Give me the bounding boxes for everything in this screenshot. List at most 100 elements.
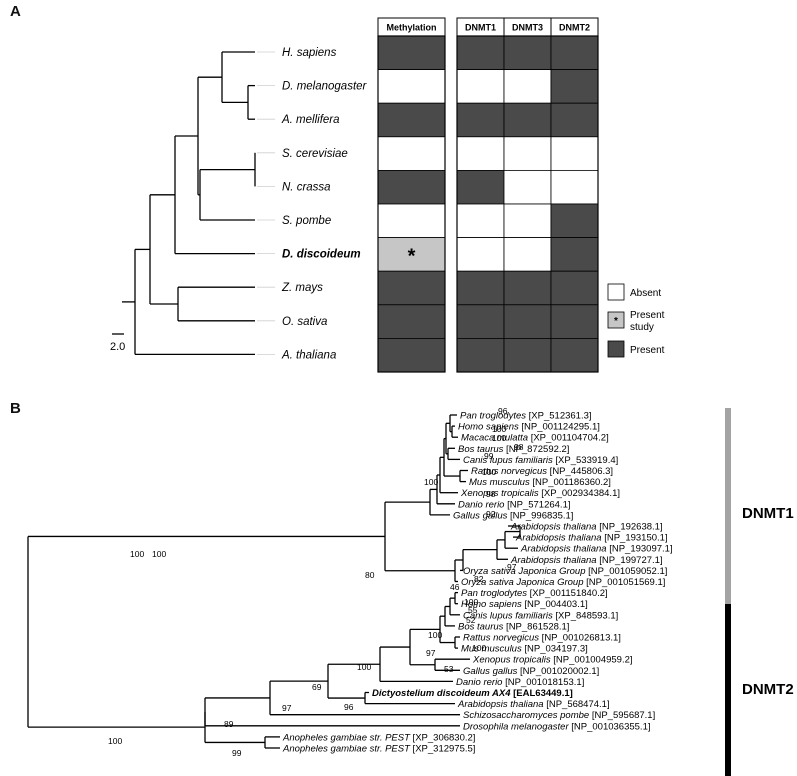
species-label: D. melanogaster [282, 81, 368, 93]
taxon-accession: [NP_571264.1] [504, 499, 570, 510]
legend-swatch [607, 283, 625, 301]
taxon-label: Danio rerio [NP_571264.1] [458, 499, 571, 510]
taxon-species: Mus musculus [469, 477, 530, 488]
bootstrap-label: 55 [468, 605, 478, 615]
bootstrap-label: 99 [232, 748, 242, 758]
taxon-accession: [NP_861528.1] [503, 621, 569, 632]
taxon-species: Mus musculus [461, 644, 522, 655]
taxon-accession: [NP_001051569.1] [584, 577, 666, 588]
taxon-species: Canis lupus familiaris [463, 455, 553, 466]
taxon-label: Pan troglodytes [XP_001151840.2] [461, 588, 608, 599]
taxon-label: Homo sapiens [NP_004403.1] [461, 599, 588, 610]
taxon-label: Xenopus tropicalis [XP_002934384.1] [460, 488, 620, 499]
species-label: S. cerevisiae [282, 148, 348, 160]
methylation-grid-border [377, 35, 446, 373]
taxon-accession: [NP_001059052.1] [586, 566, 668, 577]
taxon-label: Oryza sativa Japonica Group [NP_00105905… [463, 566, 667, 577]
bootstrap-label: 97 [426, 648, 436, 658]
taxon-label: Drosophila melanogaster [NP_001036355.1] [463, 721, 651, 732]
bootstrap-label: 53 [444, 664, 454, 674]
taxon-label: Mus musculus [NP_001186360.2] [469, 477, 611, 488]
panel-b-label: B [10, 400, 21, 417]
bootstrap-label: 89 [224, 719, 234, 729]
scale-label: 2.0 [110, 341, 125, 353]
taxon-species: Danio rerio [458, 499, 504, 510]
taxon-species: Gallus gallus [453, 510, 508, 521]
taxon-label: Canis lupus familiaris [XP_848593.1] [463, 610, 618, 621]
bootstrap-label: 99 [484, 451, 494, 461]
bootstrap-label: 97 [282, 703, 292, 713]
taxon-species: Homo sapiens [461, 599, 522, 610]
dnmt-cell [550, 337, 599, 373]
taxon-species: Danio rerio [456, 677, 502, 688]
taxon-label: Mus musculus [NP_034197.3] [461, 644, 588, 655]
legend-label: Absent [630, 288, 661, 299]
species-label: A. mellifera [281, 114, 340, 126]
study-asterisk: * [408, 246, 416, 268]
bootstrap-label: 52 [466, 615, 476, 625]
taxon-species: Rattus norvegicus [463, 633, 539, 644]
dnmt-cell [550, 136, 599, 171]
taxon-label: Arabidopsis thaliana [NP_199727.1] [510, 555, 663, 566]
taxon-accession: [XP_533919.4] [553, 455, 619, 466]
dnmt-cell [550, 270, 599, 306]
taxon-label: Gallus gallus [NP_001020002.1] [463, 666, 599, 677]
dnmt-cell [503, 237, 552, 272]
taxon-species: Anopheles gambiae str. PEST [282, 732, 411, 743]
taxon-accession: [XP_002934384.1] [539, 488, 620, 499]
taxon-accession: [NP_996835.1] [507, 510, 573, 521]
dnmt-cell [550, 35, 599, 70]
bootstrap-label: 100 [464, 597, 478, 607]
taxon-label: Pan troglodytes [XP_512361.3] [460, 411, 592, 422]
taxon-accession: [XP_312975.5] [410, 744, 476, 755]
species-label: N. crassa [282, 181, 331, 193]
taxon-label: Bos taurus [NP_861528.1] [458, 621, 569, 632]
taxon-label: Schizosaccharomyces pombe [NP_595687.1] [463, 710, 655, 721]
legend-swatch [607, 311, 625, 329]
dnmt-cell [550, 169, 599, 205]
bootstrap-label: 100 [482, 467, 496, 477]
dnmt-cell [456, 102, 505, 138]
taxon-label: Rattus norvegicus [NP_001026813.1] [463, 633, 621, 644]
dnmt-header: DNMT2 [559, 23, 590, 33]
taxon-species: Pan troglodytes [461, 588, 527, 599]
legend-swatch [607, 340, 625, 358]
dnmt-grid-border [456, 35, 599, 373]
taxon-species: Schizosaccharomyces pombe [463, 710, 589, 721]
taxon-accession: [XP_001151840.2] [527, 588, 608, 599]
legend-label: Present [630, 345, 665, 356]
taxon-label: Danio rerio [NP_001018153.1] [456, 677, 584, 688]
taxon-accession: [NP_001186360.2] [530, 477, 611, 488]
taxon-label: Dictyostelium discoideum AX4 [EAL63449.1… [372, 688, 573, 699]
bootstrap-label: 100 [108, 736, 122, 746]
taxon-species: Macaca mulatta [461, 433, 528, 444]
legend-label: Present [630, 310, 665, 321]
taxon-label: Canis lupus familiaris [XP_533919.4] [463, 455, 618, 466]
taxon-accession: [NP_001036355.1] [569, 721, 651, 732]
taxon-accession: [XP_848593.1] [553, 610, 619, 621]
taxon-label: Macaca mulatta [XP_001104704.2] [461, 433, 609, 444]
taxon-label: Gallus gallus [NP_996835.1] [453, 510, 573, 521]
clade-bar-dnmt1 [725, 408, 731, 604]
taxon-accession: [NP_872592.2] [503, 444, 569, 455]
bootstrap-label: 80 [365, 570, 375, 580]
taxon-accession: [NP_568474.1] [544, 699, 610, 710]
taxon-accession: [EAL63449.1] [511, 688, 573, 699]
bootstrap-label: 92 [486, 509, 496, 519]
methylation-cell [377, 203, 446, 238]
dnmt-cell [503, 136, 552, 171]
bootstrap-label: 100 [492, 433, 506, 443]
taxon-species: Xenopus tropicalis [472, 655, 551, 666]
bootstrap-label: 69 [312, 682, 322, 692]
taxon-species: Arabidopsis thaliana [457, 699, 544, 710]
dnmt-cell [456, 337, 505, 373]
taxon-species: Oryza sativa Japonica Group [461, 577, 584, 588]
dnmt-cell [456, 136, 505, 171]
taxon-species: Homo sapiens [458, 422, 519, 433]
taxon-label: Homo sapiens [NP_001124295.1] [458, 422, 600, 433]
dnmt-cell [456, 203, 505, 238]
taxon-species: Pan troglodytes [460, 411, 526, 422]
bootstrap-label: 100 [424, 477, 438, 487]
bootstrap-label: 100 [492, 424, 506, 434]
